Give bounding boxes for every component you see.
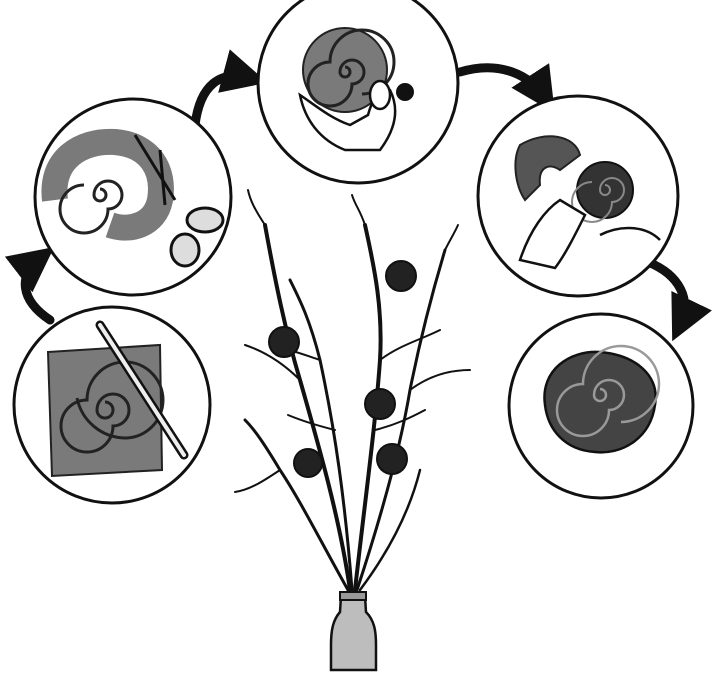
arrow-4-to-5 [648,262,685,325]
rose-bloom [294,449,322,477]
step-5-circle [509,314,693,498]
rose-bloom [365,389,395,419]
step-4-circle [478,96,678,296]
arrow-2-to-3 [195,76,250,125]
vase [331,592,376,670]
arrow-3-to-4 [460,68,545,98]
step-2-circle [35,99,231,295]
branch-bouquet [235,190,470,590]
rose-bloom [269,327,299,357]
arrow-1-to-2 [25,258,50,320]
step-1-circle [14,307,210,503]
paper-roses [269,261,416,477]
step-3-circle [258,0,458,183]
rose-bloom [386,261,416,291]
rose-bloom [377,444,407,474]
